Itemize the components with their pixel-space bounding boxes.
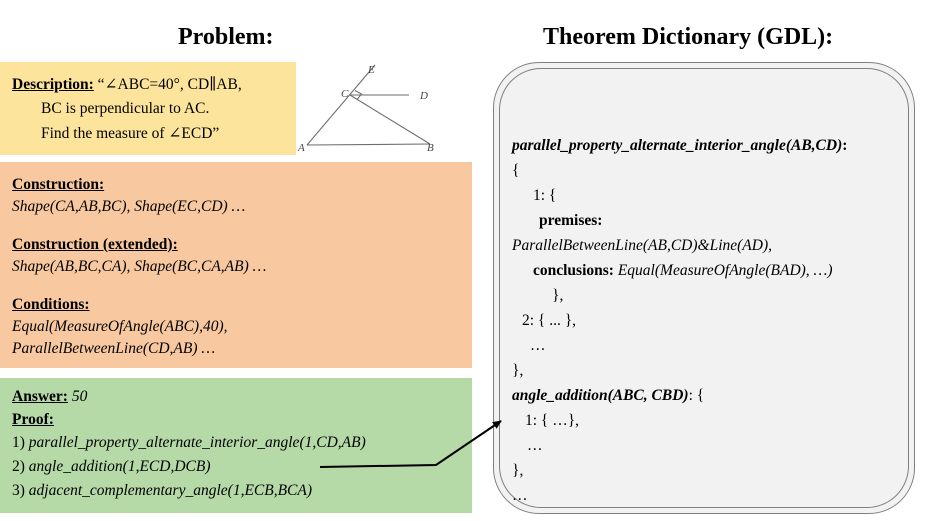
gdl-close-1: },	[512, 362, 524, 379]
construction-extended-value: Shape(AB,BC,CA), Shape(BC,CA,AB) …	[12, 258, 267, 275]
proof-step-text: parallel_property_alternate_interior_ang…	[28, 434, 366, 451]
gdl-theorem-2-item-1: 1: { …},	[525, 412, 580, 429]
gdl-premises-label: premises:	[539, 212, 603, 229]
proof-step: 2) angle_addition(1,ECD,DCB)	[12, 458, 210, 476]
point-label-b: B	[427, 142, 434, 154]
gdl-premises-value: ParallelBetweenLine(AB,CD)&Line(AD),	[512, 237, 772, 254]
proof-step: 3) adjacent_complementary_angle(1,ECB,BC…	[12, 482, 312, 500]
gdl-heading: Theorem Dictionary (GDL):	[543, 24, 834, 50]
gdl-theorem-1-name: parallel_property_alternate_interior_ang…	[512, 137, 843, 154]
construction-extended-label: Construction (extended):	[12, 236, 178, 253]
right-angle-mark	[354, 90, 363, 100]
point-label-e: E	[367, 64, 375, 76]
segment-cb	[349, 94, 431, 145]
construction-box: Construction: Shape(CA,AB,BC), Shape(EC,…	[0, 162, 472, 368]
description-box: Description: “∠ABC=40°, CD∥AB, BC is per…	[0, 62, 296, 155]
point-label-a: A	[297, 142, 305, 154]
conditions-line-1: Equal(MeasureOfAngle(ABC),40),	[12, 318, 228, 335]
gdl-conclusions: conclusions: Equal(MeasureOfAngle(BAD), …	[533, 262, 833, 280]
gdl-item-1-open: 1: {	[533, 187, 557, 204]
answer-label: Answer:	[12, 388, 68, 405]
proof-step-text: adjacent_complementary_angle(1,ECB,BCA)	[28, 482, 313, 499]
gdl-ellipsis-2: …	[527, 437, 543, 454]
gdl-theorem-2: angle_addition(ABC, CBD): {	[512, 387, 704, 405]
gdl-theorem-1: parallel_property_alternate_interior_ang…	[512, 137, 847, 155]
gdl-theorem-1-colon: :	[842, 137, 848, 154]
gdl-open-brace: {	[512, 162, 520, 179]
segment-ae	[306, 64, 376, 146]
gdl-conclusions-label: conclusions:	[533, 262, 614, 279]
description-label: Description:	[12, 76, 94, 93]
description-line-1: “∠ABC=40°, CD∥AB,	[93, 76, 242, 93]
proof-step-text: angle_addition(1,ECD,DCB)	[28, 458, 211, 475]
gdl-item-2: 2: { ... },	[522, 312, 577, 329]
point-label-d: D	[419, 90, 428, 102]
segment-ab	[306, 143, 431, 146]
answer-value: 50	[67, 388, 88, 405]
gdl-ellipsis-1: …	[530, 337, 546, 354]
construction-value: Shape(CA,AB,BC), Shape(EC,CD) …	[12, 198, 246, 215]
description-line-2: BC is perpendicular to AC.	[41, 100, 210, 117]
gdl-theorem-2-tail: : {	[688, 387, 705, 404]
gdl-close-2: },	[512, 462, 524, 479]
gdl-ellipsis-3: …	[512, 487, 528, 504]
conditions-line-2: ParallelBetweenLine(CD,AB) …	[12, 340, 216, 357]
gdl-theorem-2-name: angle_addition(ABC, CBD)	[512, 387, 689, 404]
proof-step-number: 2)	[12, 458, 29, 475]
point-label-c: C	[341, 88, 349, 100]
answer-box: Answer: 50 Proof: 1) parallel_property_a…	[0, 378, 472, 513]
proof-label: Proof:	[12, 411, 54, 428]
gdl-box	[493, 62, 915, 514]
proof-step: 1) parallel_property_alternate_interior_…	[12, 434, 366, 452]
gdl-box-inner-border	[499, 68, 909, 508]
problem-heading: Problem:	[178, 24, 274, 50]
gdl-conclusions-value: Equal(MeasureOfAngle(BAD), …)	[613, 262, 833, 279]
proof-step-number: 1)	[12, 434, 29, 451]
construction-label: Construction:	[12, 176, 105, 193]
conditions-label: Conditions:	[12, 296, 90, 313]
proof-step-number: 3)	[12, 482, 29, 499]
description-line-3: Find the measure of ∠ECD”	[41, 125, 220, 142]
gdl-item-1-close: },	[552, 287, 564, 304]
